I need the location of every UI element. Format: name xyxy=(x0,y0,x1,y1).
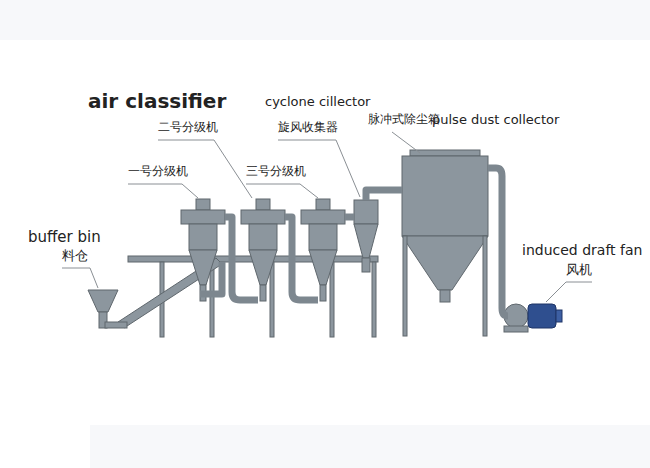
buffer-bin xyxy=(88,290,118,312)
collector-valve xyxy=(440,290,450,302)
frame-leg xyxy=(372,262,376,337)
leader-line xyxy=(546,282,592,302)
classifier-valve xyxy=(320,285,326,301)
part-name: buffer bin xyxy=(28,229,101,246)
classifier-head xyxy=(241,210,285,224)
pipe xyxy=(200,262,222,294)
pipe xyxy=(285,217,318,300)
part-name: induced draft fan xyxy=(522,242,642,258)
cyclone-valve xyxy=(362,258,370,272)
cyclone-body xyxy=(354,200,378,224)
classifier-cone xyxy=(249,250,277,285)
pipe xyxy=(345,214,354,221)
pipe xyxy=(225,217,258,300)
part-name: 三号分级机 xyxy=(246,165,306,179)
bottom-band xyxy=(90,425,650,468)
machinery xyxy=(88,150,528,337)
classifier-motor xyxy=(316,199,330,210)
classifier-head xyxy=(301,210,345,224)
cyclone-cone xyxy=(354,224,378,258)
classifier-body xyxy=(309,224,337,250)
fan-motor-cap xyxy=(556,310,562,322)
classifier-cone xyxy=(309,250,337,285)
pipe xyxy=(488,168,508,316)
frame-leg xyxy=(270,262,274,337)
classifier-motor xyxy=(196,199,210,210)
classifier-head xyxy=(181,210,225,224)
classifier-body xyxy=(189,224,217,250)
collector-leg xyxy=(403,236,407,336)
collector-hopper xyxy=(402,236,488,290)
frame-leg xyxy=(330,262,334,337)
pipes xyxy=(200,168,508,316)
part-name: 风机 xyxy=(566,263,592,278)
leader-line xyxy=(246,184,318,198)
leader-line xyxy=(62,268,98,288)
fan-motor xyxy=(528,304,562,328)
bin-feeder xyxy=(105,322,127,328)
leader-line xyxy=(392,132,420,153)
title-label: air classifier xyxy=(88,90,226,113)
classifier-valve xyxy=(260,285,266,301)
pipe xyxy=(366,190,402,200)
part-name: cyclone cillector xyxy=(265,95,370,110)
fan-base xyxy=(504,326,528,332)
collector-box xyxy=(402,156,488,236)
classifier-body xyxy=(249,224,277,250)
frame-leg xyxy=(210,262,214,337)
part-name: 料仓 xyxy=(62,249,88,264)
leader-lines xyxy=(62,132,592,302)
fan-motor xyxy=(528,304,556,328)
collector-lid xyxy=(410,150,480,156)
part-name: pulse dust collector xyxy=(432,113,559,128)
classifier-motor xyxy=(256,199,270,210)
part-name: 旋风收集器 xyxy=(278,121,338,135)
top-band xyxy=(0,0,650,40)
part-name: 二号分级机 xyxy=(158,121,218,135)
classifier-cone xyxy=(189,250,217,285)
part-name: 脉冲式除尘箱 xyxy=(368,113,440,127)
part-name: 一号分级机 xyxy=(128,165,188,179)
collector-leg xyxy=(483,236,487,336)
leader-line xyxy=(128,184,198,198)
